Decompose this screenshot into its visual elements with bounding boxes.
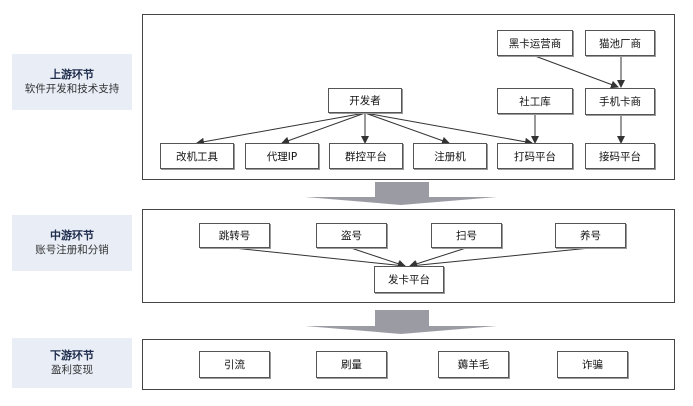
source-node: 扫号 — [431, 223, 502, 248]
stage-subtitle: 账号注册和分销 — [35, 244, 109, 256]
developer-node: 开发者 — [328, 88, 402, 113]
edge-source-card — [350, 247, 406, 268]
tool-node: 群控平台 — [329, 143, 403, 169]
phone-card-dealer-node: 手机卡商 — [585, 88, 655, 115]
source-node: 盗号 — [316, 223, 387, 248]
stage-subtitle: 软件开发和技术支持 — [24, 83, 120, 95]
edge-developer-coding — [364, 112, 533, 146]
stage-arrow-down — [305, 310, 497, 334]
source-node: 跳转号 — [199, 223, 270, 248]
cat-pool-maker-node: 猫池厂商 — [585, 30, 655, 56]
stage-arrow-down — [305, 182, 497, 205]
edge-operator-dealer — [534, 55, 619, 89]
black-card-operator-node: 黑卡运营商 — [497, 30, 573, 56]
edge-source-card — [233, 247, 406, 270]
stage-label-downstream: 下游环节 盈利变现 — [12, 338, 132, 388]
outcome-node: 薅羊毛 — [438, 351, 509, 378]
outcome-node: 诈骗 — [557, 351, 628, 378]
edge-source-card — [409, 247, 467, 268]
stage-label-upstream: 上游环节 软件开发和技术支持 — [12, 54, 132, 110]
stage-title: 中游环节 — [50, 229, 94, 242]
tool-node: 注册机 — [413, 143, 487, 169]
edge-source-card — [409, 247, 591, 270]
card-platform-node: 发卡平台 — [374, 266, 444, 293]
tool-node: 改机工具 — [160, 143, 234, 169]
edge-developer-tool — [364, 112, 450, 145]
outcome-node: 刷量 — [316, 351, 387, 378]
stage-subtitle: 盈利变现 — [51, 364, 93, 376]
sms-platform-node: 接码平台 — [585, 143, 655, 169]
source-node: 养号 — [555, 223, 626, 248]
stage-title: 上游环节 — [50, 68, 94, 81]
stage-label-midstream: 中游环节 账号注册和分销 — [12, 215, 132, 271]
edge-developer-tool — [196, 112, 366, 146]
stage-title: 下游环节 — [50, 349, 94, 362]
edge-developer-tool — [281, 112, 366, 145]
tool-node: 代理IP — [245, 143, 319, 169]
workshop-node: 社工库 — [497, 88, 573, 114]
outcome-node: 引流 — [199, 351, 270, 378]
coding-platform-node: 打码平台 — [497, 143, 573, 169]
